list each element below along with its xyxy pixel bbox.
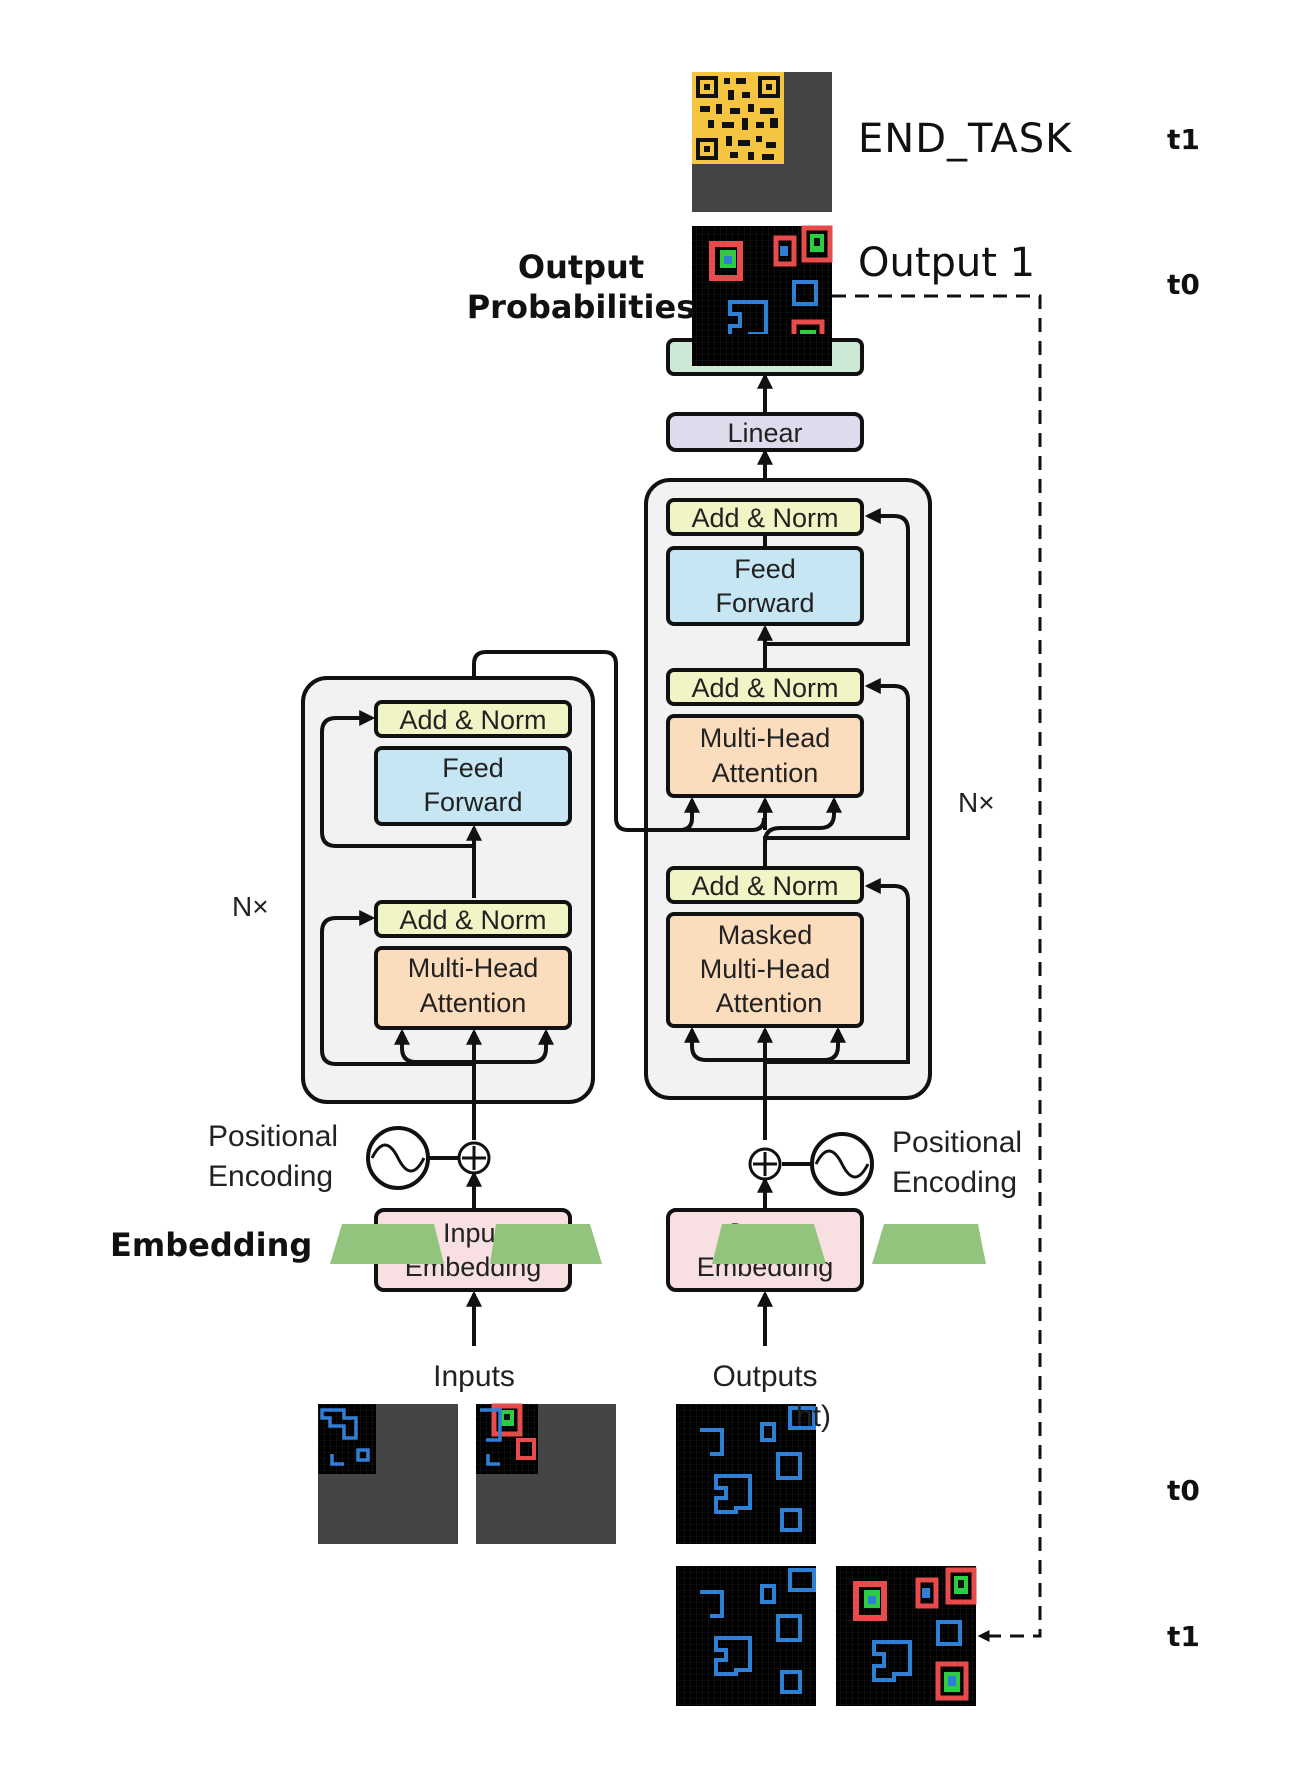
decoder-split-right: [765, 1026, 846, 1062]
decoder-split-left: [684, 1026, 765, 1062]
decoder-forward-label: Forward: [715, 588, 814, 618]
decoder-nx-label: N×: [958, 787, 995, 818]
decoder-ff-residual: [763, 508, 910, 654]
green-trapezoid-1: [330, 1224, 444, 1264]
output-probabilities-line2: Probabilities: [467, 288, 696, 326]
decoder-masked-label-1: Masked: [718, 920, 813, 950]
decoder-multi-head-attention: [666, 714, 864, 798]
pe-right-line1: Positional: [892, 1126, 1022, 1159]
sine-wave-icon: [366, 1126, 430, 1190]
time-label-t1-top: t1: [1167, 123, 1200, 156]
shifted-right-fragment: ht): [796, 1400, 831, 1433]
encoder-add-norm-2: [374, 700, 572, 738]
output-grid-image-t1-b: [836, 1566, 977, 1706]
decoder-add-norm-2: [666, 668, 864, 706]
encoder-split-left: [394, 1028, 474, 1064]
encoder-multi-head-attention: [374, 946, 572, 1030]
output-probabilities-line1: Output: [518, 248, 644, 286]
encoder-mha-label-1: Multi-Head: [408, 953, 539, 983]
encoder-feed-forward: [374, 746, 572, 826]
arrow-addnorm1-to-attn-v: [763, 796, 842, 868]
decoder-add-norm-3-label: Add & Norm: [691, 503, 838, 533]
end-task-image: [692, 72, 832, 212]
feedback-dashed-arrow: [832, 294, 1042, 1642]
encoder-add-norm-2-label: Add & Norm: [399, 705, 546, 735]
plus-circle-icon: [748, 1147, 782, 1181]
input-image-2: [476, 1403, 616, 1544]
green-trapezoid-4: [872, 1224, 986, 1264]
encoder-forward-label: Forward: [423, 787, 522, 817]
pe-left-line2: Encoding: [208, 1160, 333, 1193]
encoder-ff-residual: [320, 718, 474, 848]
decoder-mha-label-1: Multi-Head: [700, 723, 831, 753]
outputs-label: Outputs: [712, 1360, 817, 1393]
decoder-add-norm-2-label: Add & Norm: [691, 673, 838, 703]
pe-right-line2: Encoding: [892, 1166, 1017, 1199]
output-grid-image-t1-a: [676, 1566, 816, 1706]
encoder-add-norm-1: [374, 900, 572, 938]
time-label-t0-bottom: t0: [1167, 1474, 1200, 1507]
decoder-masked-label-3: Attention: [716, 988, 823, 1018]
embedding-label: Embedding: [110, 1226, 312, 1264]
decoder-masked-label-2: Multi-Head: [700, 954, 831, 984]
pe-left-line1: Positional: [208, 1120, 338, 1153]
decoder-masked-attention: [666, 912, 864, 1028]
encoder-to-decoder-v: [660, 817, 766, 832]
green-trapezoid-2: [490, 1224, 602, 1264]
input-image-1: [318, 1404, 458, 1544]
linear-label: Linear: [727, 418, 802, 448]
sine-wave-icon: [810, 1132, 874, 1196]
decoder-masked-residual: [765, 878, 910, 1064]
output-1-grid-image-bottom: [692, 334, 832, 366]
qr-grid-icon: [692, 72, 784, 164]
decoder-feed-label: Feed: [734, 554, 796, 584]
encoder-stack: [301, 676, 595, 1104]
encoder-add-norm-1-label: Add & Norm: [399, 905, 546, 935]
decoder-mha-label-2: Attention: [712, 758, 819, 788]
encoder-attn-residual: [320, 910, 474, 1066]
green-trapezoid-3: [712, 1224, 826, 1264]
encoder-feed-label: Feed: [442, 753, 504, 783]
encoder-split-right: [474, 1028, 554, 1064]
decoder-feed-forward: [666, 546, 864, 626]
encoder-nx-label: N×: [232, 891, 269, 922]
output-grid-image-t0: [676, 1404, 816, 1544]
inputs-label: Inputs: [433, 1360, 515, 1393]
time-label-t0-top: t0: [1167, 268, 1200, 301]
time-label-t1-bottom: t1: [1167, 1620, 1200, 1653]
decoder-add-norm-3: [666, 498, 864, 536]
encoder-mha-label-2: Attention: [420, 988, 527, 1018]
decoder-add-norm-1-label: Add & Norm: [691, 871, 838, 901]
output-1-label: Output 1: [858, 240, 1035, 286]
decoder-attn-residual: [763, 678, 910, 850]
plus-circle-icon: [457, 1141, 491, 1175]
end-task-label: END_TASK: [858, 116, 1073, 162]
